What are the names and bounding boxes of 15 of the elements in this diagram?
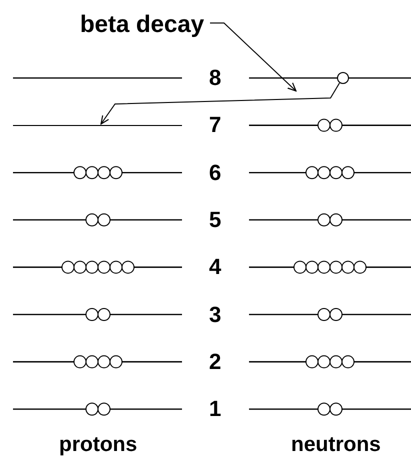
level-number: 5 (209, 208, 222, 231)
leader-line (210, 22, 297, 92)
level-number: 6 (209, 162, 222, 184)
level-number: 1 (209, 398, 222, 420)
energy-level-line (13, 124, 182, 126)
column-heading: protons (59, 434, 138, 454)
level-number: 3 (209, 304, 222, 326)
column-heading: neutrons (291, 434, 381, 454)
arrow (100, 82, 340, 125)
particle-circle (337, 72, 349, 84)
level-number: 2 (209, 350, 222, 373)
level-number: 8 (209, 67, 222, 89)
level-number: 4 (209, 256, 222, 278)
annotation-text: beta decay (80, 13, 204, 37)
level-number: 7 (209, 114, 222, 136)
